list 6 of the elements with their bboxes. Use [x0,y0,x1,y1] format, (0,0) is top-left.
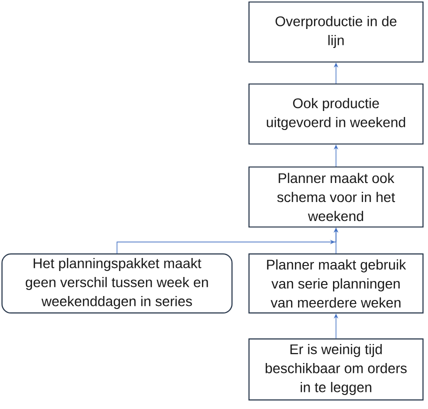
process-box: Er is weinig tijd beschikbaar om orders in te leggen [248,338,424,401]
process-box: Planner maakt ook schema voor in het weekend [248,166,424,228]
process-box: Overproductie in de lijn [248,1,424,63]
process-box: Planner maakt gebruik van serie planningen van meerdere weken [248,253,424,314]
rounded-box: Het planningspakket maakt geen verschil tussen week en weekenddagen in series [1,253,233,314]
process-box: Ook productie uitgevoerd in weekend [248,83,424,145]
